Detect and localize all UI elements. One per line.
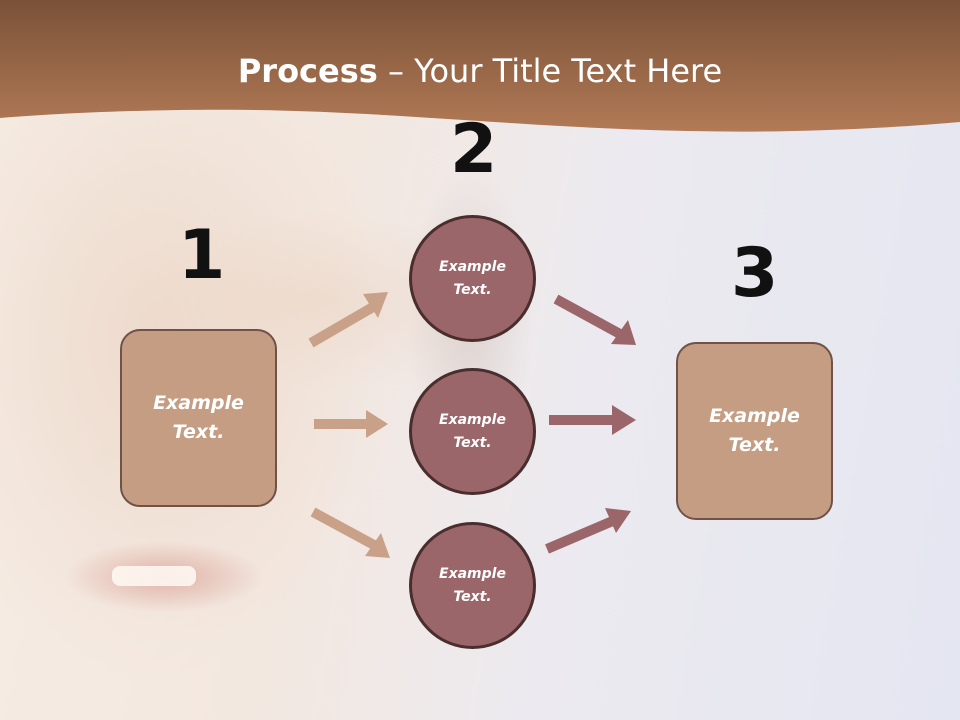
start-box: Example Text.	[120, 329, 277, 507]
middle-circle-top: Example Text.	[409, 215, 536, 342]
step-number-3: 3	[731, 234, 779, 313]
title-bold: Process	[237, 52, 378, 90]
circle-top-line1: Example	[439, 258, 506, 275]
circle-bottom-line2: Text.	[453, 588, 492, 605]
end-box: Example Text.	[676, 342, 833, 520]
end-box-line2: Text.	[728, 434, 781, 456]
middle-circle-center: Example Text.	[409, 368, 536, 495]
circle-center-line2: Text.	[453, 434, 492, 451]
slide-title: Process – Your Title Text Here	[0, 52, 960, 90]
end-box-line1: Example	[709, 405, 800, 427]
start-box-line1: Example	[153, 392, 244, 414]
circle-top-line2: Text.	[453, 281, 492, 298]
circle-bottom-line1: Example	[439, 565, 506, 582]
title-rest: – Your Title Text Here	[377, 52, 723, 90]
background-teeth	[112, 566, 196, 586]
start-box-line2: Text.	[172, 421, 225, 443]
header-band	[0, 0, 960, 132]
step-number-2: 2	[450, 110, 498, 189]
circle-center-line1: Example	[439, 411, 506, 428]
step-number-1: 1	[178, 216, 226, 295]
middle-circle-bottom: Example Text.	[409, 522, 536, 649]
